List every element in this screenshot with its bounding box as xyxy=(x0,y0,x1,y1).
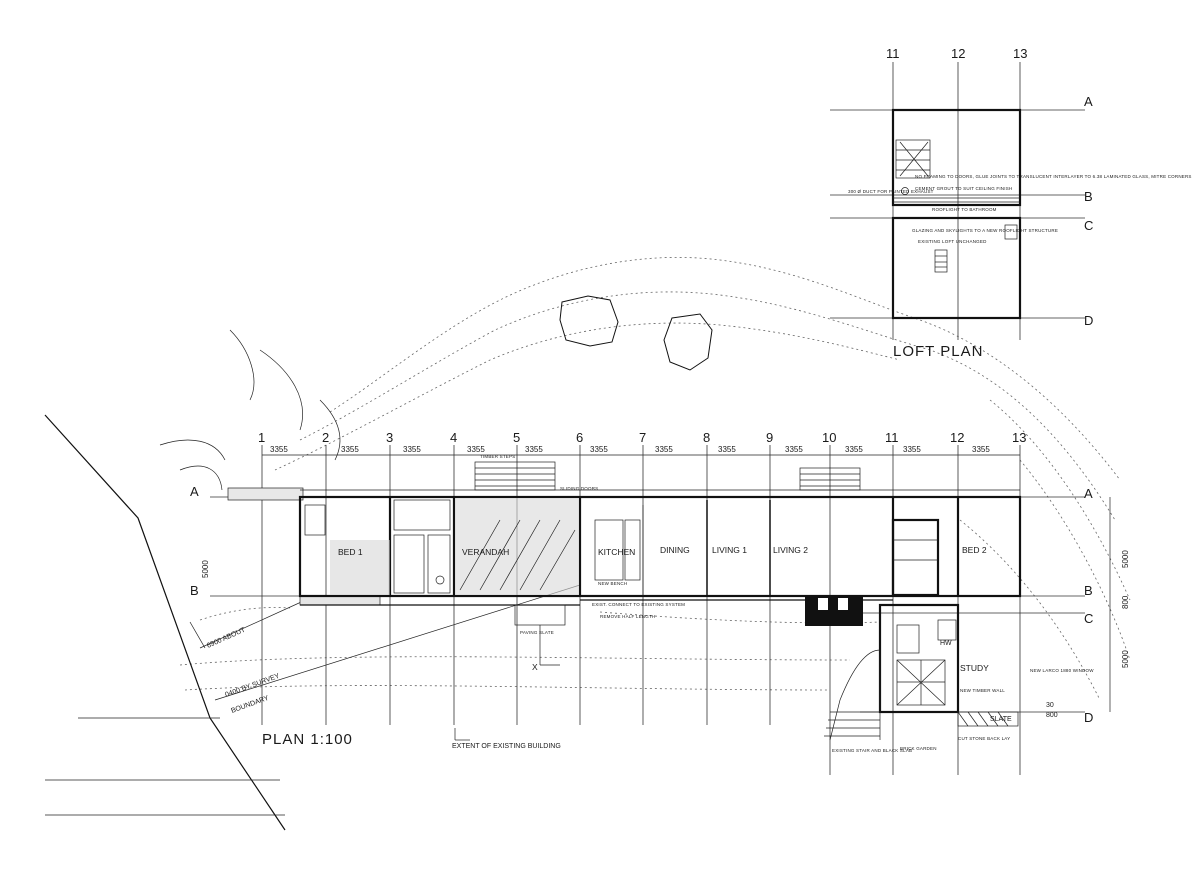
loft-note-glazing: GLAZING AND SKYLIGHTS TO A NEW ROOFLIGHT… xyxy=(912,228,1058,233)
note-cut: CUT STONE BACK LAY xyxy=(958,736,1010,741)
bay-dim-6: 3355 xyxy=(590,445,608,454)
grid-col-10: 10 xyxy=(822,430,836,445)
loft-plan-title: LOFT PLAN xyxy=(893,343,983,360)
bay-dim-4: 3355 xyxy=(467,445,485,454)
room-living1: LIVING 1 xyxy=(712,545,747,555)
bay-dim-10: 3355 xyxy=(845,445,863,454)
bay-dim-5: 3355 xyxy=(525,445,543,454)
loft-note-rooflight: ROOFLIGHT TO BATHROOM xyxy=(932,207,997,212)
loft-grid-col-12: 12 xyxy=(951,46,965,61)
grid-col-5: 5 xyxy=(513,430,520,445)
bay-dim-7: 3355 xyxy=(655,445,673,454)
row-dim-right-1: 5000 xyxy=(1121,550,1130,568)
site-boundary: 6900 ABOUT 0400 BY SURVEY BOUNDARY xyxy=(44,414,581,831)
loft-note-grout: CEMENT GROUT TO SUIT CEILING FINISH xyxy=(915,186,1012,191)
setback-about-label: 6900 ABOUT xyxy=(206,626,247,649)
grid-row-a-right: A xyxy=(1084,486,1093,501)
bay-dim-11: 3355 xyxy=(903,445,921,454)
setback-survey-label: 0400 BY SURVEY xyxy=(224,673,281,699)
note-entry: BRICK GARDEN xyxy=(900,746,937,751)
bay-dim-2: 3355 xyxy=(341,445,359,454)
grid-col-11: 11 xyxy=(885,430,899,445)
room-hw: HW xyxy=(940,640,952,647)
small-dim-30: 30 xyxy=(1046,702,1054,709)
grid-col-9: 9 xyxy=(766,430,773,445)
grid-col-7: 7 xyxy=(639,430,646,445)
loft-grid-row-b: B xyxy=(1084,189,1093,204)
bay-dim-9: 3355 xyxy=(785,445,803,454)
loft-grid-row-c: C xyxy=(1084,218,1093,233)
note-verandah: SLIDING DOORS xyxy=(560,486,598,491)
small-dim-800: 800 xyxy=(1046,712,1058,719)
bay-dimensions: 3355 3355 3355 3355 3355 3355 3355 3355 … xyxy=(270,445,990,454)
note-connect: EXIST. CONNECT TO EXISTING SYSTEM xyxy=(592,602,685,607)
grid-row-c-right: C xyxy=(1084,611,1093,626)
loft-grid-col-13: 13 xyxy=(1013,46,1027,61)
room-living2: LIVING 2 xyxy=(773,545,808,555)
plan-title: PLAN 1:100 xyxy=(262,731,353,748)
room-kitchen: KITCHEN xyxy=(598,547,635,557)
loft-note-existing: EXISTING LOFT UNCHANGED xyxy=(918,239,987,244)
loft-grid-row-a: A xyxy=(1084,94,1093,109)
grid-col-3: 3 xyxy=(386,430,393,445)
grid-column-labels: 1 2 3 4 5 6 7 8 9 10 11 12 13 xyxy=(258,430,1026,445)
site-contours xyxy=(159,257,1131,701)
bay-dim-3: 3355 xyxy=(403,445,421,454)
loft-grid-row-d: D xyxy=(1084,313,1093,328)
note-screen: NEW TIMBER WALL xyxy=(960,688,1005,693)
bay-dim-12: 3355 xyxy=(972,445,990,454)
loft-grid-col-11: 11 xyxy=(886,46,900,61)
main-grid xyxy=(210,445,1111,775)
room-verandah: VERANDAH xyxy=(462,547,509,557)
note-steps: TIMBER STEPS xyxy=(480,454,515,459)
grid-row-b-right: B xyxy=(1084,583,1093,598)
bay-dim-8: 3355 xyxy=(718,445,736,454)
plan-notes: SLIDING DOORS NEW BENCH EXIST. CONNECT T… xyxy=(480,454,1094,753)
note-window: NEW LARCO 1880 WINDOW xyxy=(1030,668,1094,673)
grid-col-2: 2 xyxy=(322,430,329,445)
note-paving: PAVING SLATE xyxy=(520,630,554,635)
grid-row-labels: A B A B C D 5000 5000 800 5000 30 800 xyxy=(190,484,1130,725)
room-bed1: BED 1 xyxy=(338,547,363,557)
grid-row-a-left: A xyxy=(190,484,199,499)
grid-col-1: 1 xyxy=(258,430,265,445)
grid-col-12: 12 xyxy=(950,430,964,445)
loft-plan: NO FRAMING TO DOORS, GLUE JOINTS TO TRAN… xyxy=(830,46,1192,360)
room-slate: SLATE xyxy=(990,716,1012,723)
grid-col-13: 13 xyxy=(1012,430,1026,445)
bay-dim-1: 3355 xyxy=(270,445,288,454)
room-study: STUDY xyxy=(960,663,989,673)
loft-note-duct: 300 Ø DUCT FOR PAINTED EXHAUST xyxy=(848,189,934,194)
room-dining: DINING xyxy=(660,545,690,555)
row-dim-left: 5000 xyxy=(201,560,210,578)
room-labels: BED 1 VERANDAH KITCHEN DINING LIVING 1 L… xyxy=(338,545,1012,723)
grid-col-4: 4 xyxy=(450,430,457,445)
row-dim-right-2: 800 xyxy=(1121,595,1130,609)
grid-col-6: 6 xyxy=(576,430,583,445)
main-building: X xyxy=(227,461,1022,741)
grid-row-d-right: D xyxy=(1084,710,1093,725)
section-marker-x: X xyxy=(532,662,538,672)
loft-note-doors: NO FRAMING TO DOORS, GLUE JOINTS TO TRAN… xyxy=(915,174,1192,179)
note-stair: EXISTING STAIR AND BLACK SLAB xyxy=(832,748,912,753)
row-dim-right-3: 5000 xyxy=(1121,650,1130,668)
grid-col-8: 8 xyxy=(703,430,710,445)
grid-row-b-left: B xyxy=(190,583,199,598)
boundary-label: BOUNDARY xyxy=(230,695,270,715)
note-remove: REMOVE HALF LENGTH xyxy=(600,614,655,619)
note-kitchen: NEW BENCH xyxy=(598,581,627,586)
rock-outlines xyxy=(559,295,713,371)
existing-building-label: EXTENT OF EXISTING BUILDING xyxy=(452,743,561,750)
room-bed2: BED 2 xyxy=(962,545,987,555)
